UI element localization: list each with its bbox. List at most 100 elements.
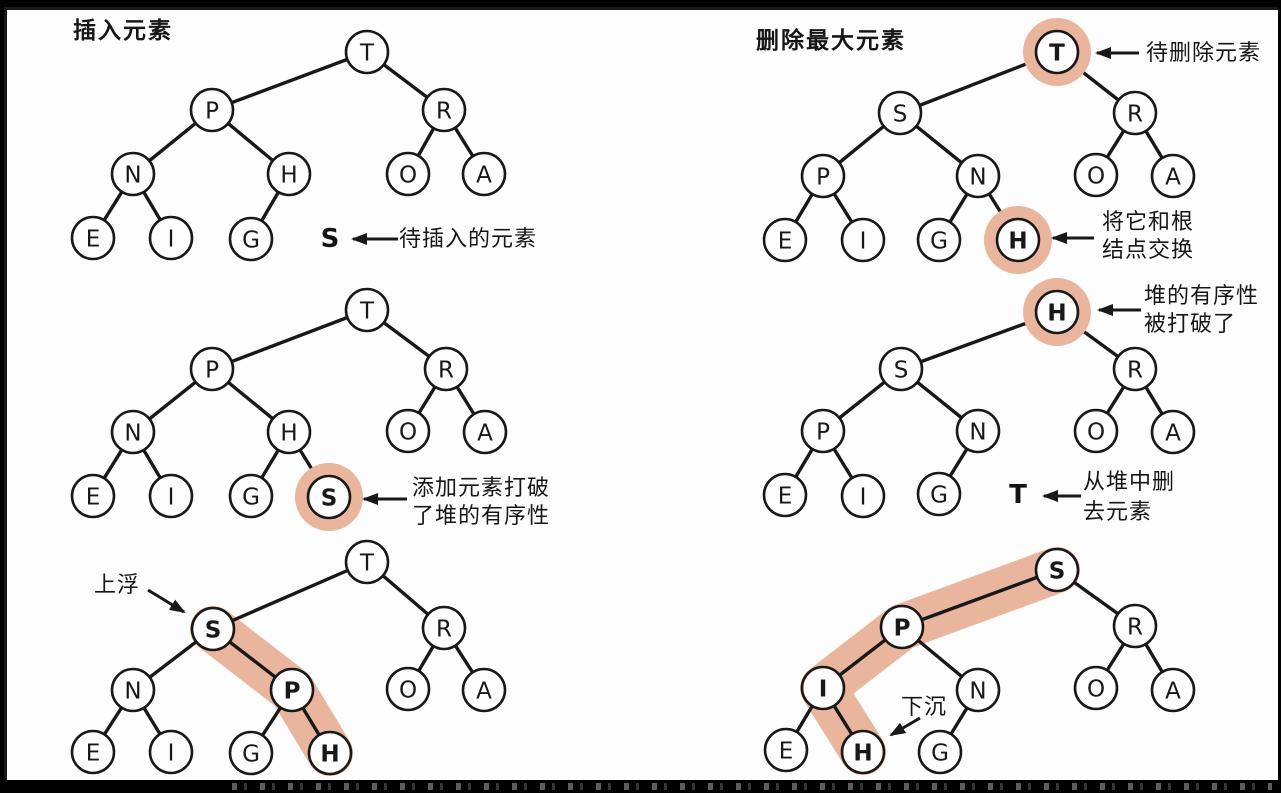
- annotation-swap-root: 将它和根 结点交换: [1102, 208, 1194, 264]
- node-label-N: N: [124, 162, 141, 188]
- node-R: [1112, 90, 1158, 136]
- node-R: [1112, 603, 1158, 649]
- node-label-H: H: [280, 162, 297, 188]
- node-T: [1034, 29, 1080, 75]
- node-label-N: N: [124, 420, 141, 446]
- node-O: [1073, 152, 1119, 198]
- node-E: [70, 215, 116, 261]
- left-section-title: 插入元素: [73, 18, 173, 43]
- right-section-title: 删除最大元素: [756, 28, 906, 53]
- node-H: [266, 409, 312, 455]
- node-G: [917, 729, 963, 775]
- node-E: [762, 472, 808, 518]
- node-label-P: P: [894, 615, 911, 641]
- node-P: [879, 604, 925, 650]
- node-label-S: S: [893, 101, 908, 127]
- node-T: [344, 539, 390, 585]
- node-label-H: H: [320, 741, 339, 767]
- node-N: [955, 153, 1001, 199]
- node-label-A: A: [477, 420, 493, 446]
- node-label-S: S: [205, 617, 222, 643]
- annotation-line: 了堆的有序性: [412, 503, 551, 528]
- node-H: [307, 730, 353, 776]
- node-G: [228, 473, 274, 519]
- node-P: [800, 408, 846, 454]
- node-label-E: E: [778, 228, 793, 254]
- node-label-S: S: [1049, 558, 1066, 584]
- node-label-G: G: [242, 227, 260, 253]
- node-label-O: O: [399, 677, 417, 703]
- node-G: [228, 216, 274, 262]
- node-label-R: R: [436, 616, 452, 642]
- node-label-O: O: [1087, 163, 1105, 189]
- node-S: [878, 346, 924, 392]
- node-label-T: T: [359, 550, 375, 576]
- annotation-line: 将它和根: [1102, 209, 1195, 234]
- node-P: [189, 346, 235, 392]
- node-label-H: H: [1008, 228, 1027, 254]
- node-label-G: G: [242, 741, 260, 767]
- node-A: [1150, 667, 1196, 713]
- node-label-I: I: [168, 226, 175, 252]
- node-G: [916, 217, 962, 263]
- edge-T-P: [211, 50, 368, 112]
- node-label-E: E: [778, 483, 793, 509]
- node-label-I: I: [860, 228, 867, 254]
- node-N: [110, 151, 156, 197]
- node-O: [385, 151, 431, 197]
- node-N: [955, 408, 1001, 454]
- node-O: [1073, 408, 1119, 454]
- node-label-A: A: [476, 162, 492, 188]
- annotation-line: 去元素: [1083, 499, 1153, 524]
- annotation-order-broken: 堆的有序性 被打破了: [1144, 282, 1259, 338]
- node-S: [306, 474, 352, 520]
- node-label-R: R: [1127, 614, 1143, 640]
- node-label-T: T: [359, 40, 375, 66]
- node-label-E: E: [779, 738, 794, 764]
- scan-noise-strip: [232, 783, 1272, 790]
- annotation-remove-from-heap: 从堆中删 去元素: [1083, 467, 1175, 527]
- node-label-P: P: [816, 419, 830, 445]
- node-E: [70, 473, 116, 519]
- edge-T-P: [211, 308, 368, 371]
- node-A: [461, 667, 507, 713]
- node-label-A: A: [1165, 420, 1181, 446]
- node-A: [1150, 409, 1196, 455]
- annotation-insert-pending: 待插入的元素: [399, 225, 537, 253]
- node-label-N: N: [124, 678, 141, 704]
- edge-T-S: [212, 560, 368, 631]
- node-I: [148, 729, 194, 775]
- annotation-line: 待删除元素: [1146, 40, 1262, 65]
- node-O: [1073, 665, 1119, 711]
- node-label-S: S: [894, 357, 909, 383]
- node-label-T: T: [1049, 40, 1065, 66]
- arrow-sink: [889, 716, 921, 737]
- node-label-P: P: [205, 357, 219, 383]
- node-label-E: E: [86, 226, 101, 252]
- node-label-I: I: [168, 484, 175, 510]
- node-T: [344, 287, 390, 333]
- node-label-P: P: [284, 678, 301, 704]
- annotation-line: 上浮: [94, 572, 141, 597]
- node-label-R: R: [1127, 101, 1143, 127]
- node-label-I: I: [819, 676, 828, 702]
- node-P: [189, 87, 235, 133]
- node-label-A: A: [476, 678, 492, 704]
- node-label-A: A: [1165, 678, 1181, 704]
- node-label-G: G: [930, 482, 948, 508]
- node-S: [877, 90, 923, 136]
- node-label-E: E: [86, 484, 101, 510]
- annotation-line: 从堆中删: [1083, 469, 1176, 494]
- node-label-O: O: [399, 162, 417, 188]
- node-label-T: T: [359, 298, 375, 324]
- node-N: [110, 409, 156, 455]
- node-label-H: H: [280, 420, 297, 446]
- node-label-G: G: [930, 228, 948, 254]
- node-label-A: A: [1165, 164, 1181, 190]
